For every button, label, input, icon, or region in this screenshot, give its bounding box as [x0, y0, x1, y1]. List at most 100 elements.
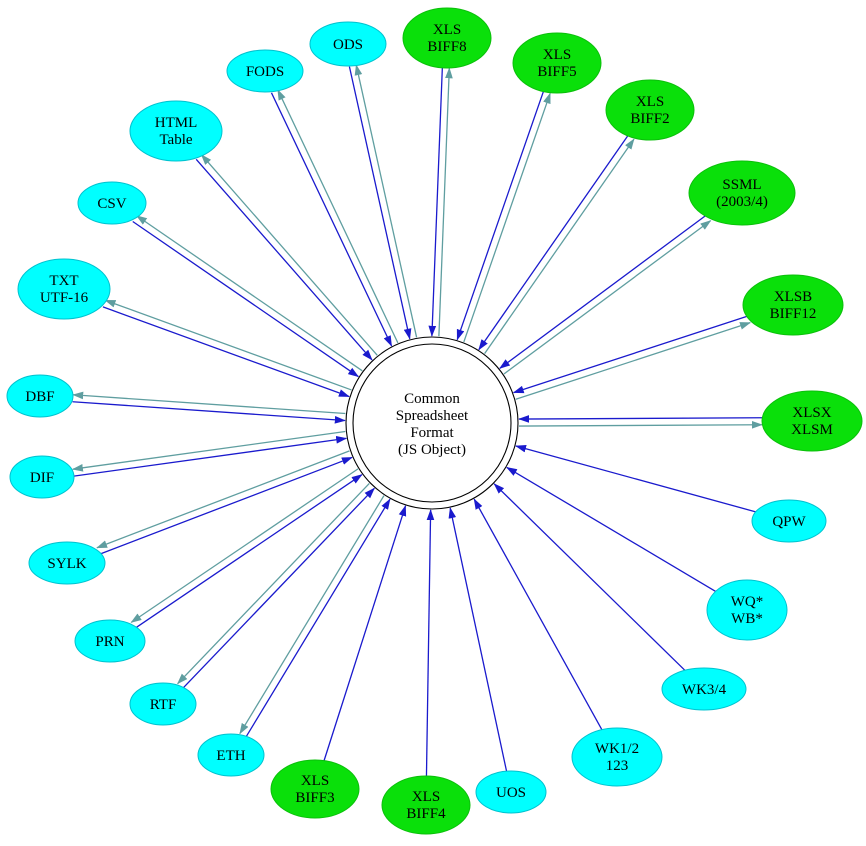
- edge-read-ods: [348, 66, 412, 340]
- edge-read-xls-biff4: [425, 509, 435, 777]
- node-ods: ODS: [309, 21, 387, 67]
- node-label-sylk: SYLK: [47, 556, 86, 572]
- node-ellipse-xls-biff5: [512, 32, 602, 94]
- edges: [71, 64, 763, 777]
- edge-read-prn: [134, 474, 363, 629]
- edge-write-sylk: [96, 450, 350, 549]
- edge-read-xls-biff8: [428, 67, 443, 337]
- edge-write-prn: [130, 468, 359, 623]
- node-ellipse-dif: [9, 455, 75, 499]
- edge-read-xlsx: [518, 415, 762, 423]
- node-ellipse-dbf: [6, 374, 74, 418]
- node-ellipse-xls-biff4: [381, 775, 471, 835]
- node-label-csv: CSV: [97, 196, 126, 212]
- node-qpw: QPW: [751, 499, 827, 543]
- node-ellipse-xlsx: [761, 390, 863, 452]
- node-wq-wb: WQ*WB*: [706, 579, 788, 641]
- edge-read-sylk: [99, 456, 353, 555]
- node-ellipse-sylk: [28, 541, 106, 585]
- edge-write-xls-biff8: [438, 67, 453, 337]
- node-ellipse-csv: [77, 181, 147, 225]
- edge-read-uos: [448, 507, 508, 772]
- node-ellipse-wq-wb: [706, 579, 788, 641]
- node-ellipse-prn: [74, 619, 146, 663]
- edge-write-eth: [239, 495, 385, 735]
- node-fods: FODS: [226, 49, 304, 93]
- node-uos: UOS: [475, 770, 547, 814]
- node-csv: CSV: [77, 181, 147, 225]
- node-ellipse-xlsb: [742, 274, 844, 336]
- edge-write-xls-biff5: [463, 92, 551, 343]
- node-label-ods: ODS: [333, 37, 363, 53]
- node-dif: DIF: [9, 455, 75, 499]
- node-label-wk34: WK3/4: [682, 682, 727, 698]
- edge-read-dif: [73, 435, 348, 477]
- edge-write-csv: [135, 215, 363, 372]
- edge-read-wk12-123: [473, 498, 603, 731]
- node-label-ssml: SSML(2003/4): [716, 177, 768, 210]
- node-ellipse-ods: [309, 21, 387, 67]
- node-ellipse-xls-biff2: [605, 79, 695, 141]
- edge-write-xlsx: [519, 420, 763, 429]
- node-eth: ETH: [197, 733, 265, 777]
- edge-read-csv: [132, 220, 360, 378]
- edge-read-ssml: [499, 214, 707, 369]
- node-rtf: RTF: [129, 682, 197, 726]
- node-ellipse-xls-biff8: [402, 7, 492, 69]
- node-ellipse-ssml: [688, 160, 796, 226]
- edge-write-ssml: [503, 220, 712, 375]
- node-label-fods: FODS: [246, 64, 284, 80]
- node-wk34: WK3/4: [661, 667, 747, 711]
- edge-write-rtf: [177, 482, 370, 685]
- node-ellipse-html-table: [129, 100, 223, 162]
- edge-write-xls-biff2: [484, 138, 635, 354]
- edge-write-ods: [354, 64, 418, 338]
- edge-read-rtf: [182, 487, 375, 689]
- node-label-uos: UOS: [496, 785, 526, 801]
- edge-read-xlsb: [512, 315, 749, 394]
- edge-read-eth: [245, 498, 391, 738]
- node-label-eth: ETH: [216, 748, 245, 764]
- node-ellipse-eth: [197, 733, 265, 777]
- edge-read-fods: [270, 92, 393, 347]
- node-label-prn: PRN: [95, 634, 124, 650]
- node-ellipse-wk34: [661, 667, 747, 711]
- center-outer-circle: [345, 336, 519, 510]
- edge-read-dbf: [72, 401, 346, 424]
- edge-write-html-table: [200, 154, 378, 356]
- center-inner-circle: [352, 343, 512, 503]
- edge-write-txt-utf16: [104, 299, 352, 391]
- edge-write-dif: [71, 430, 346, 472]
- node-ssml: SSML(2003/4): [688, 160, 796, 226]
- node-prn: PRN: [74, 619, 146, 663]
- edge-read-txt-utf16: [102, 306, 350, 398]
- node-ellipse-qpw: [751, 499, 827, 543]
- edge-read-xls-biff3: [323, 505, 407, 761]
- node-ellipse-uos: [475, 770, 547, 814]
- node-ellipse-rtf: [129, 682, 197, 726]
- node-label-wq-wb: WQ*WB*: [731, 594, 764, 627]
- node-ellipse-wk12-123: [571, 727, 663, 787]
- edge-read-html-table: [195, 158, 373, 361]
- node-label-rtf: RTF: [150, 697, 177, 713]
- edge-read-xls-biff5: [456, 90, 545, 341]
